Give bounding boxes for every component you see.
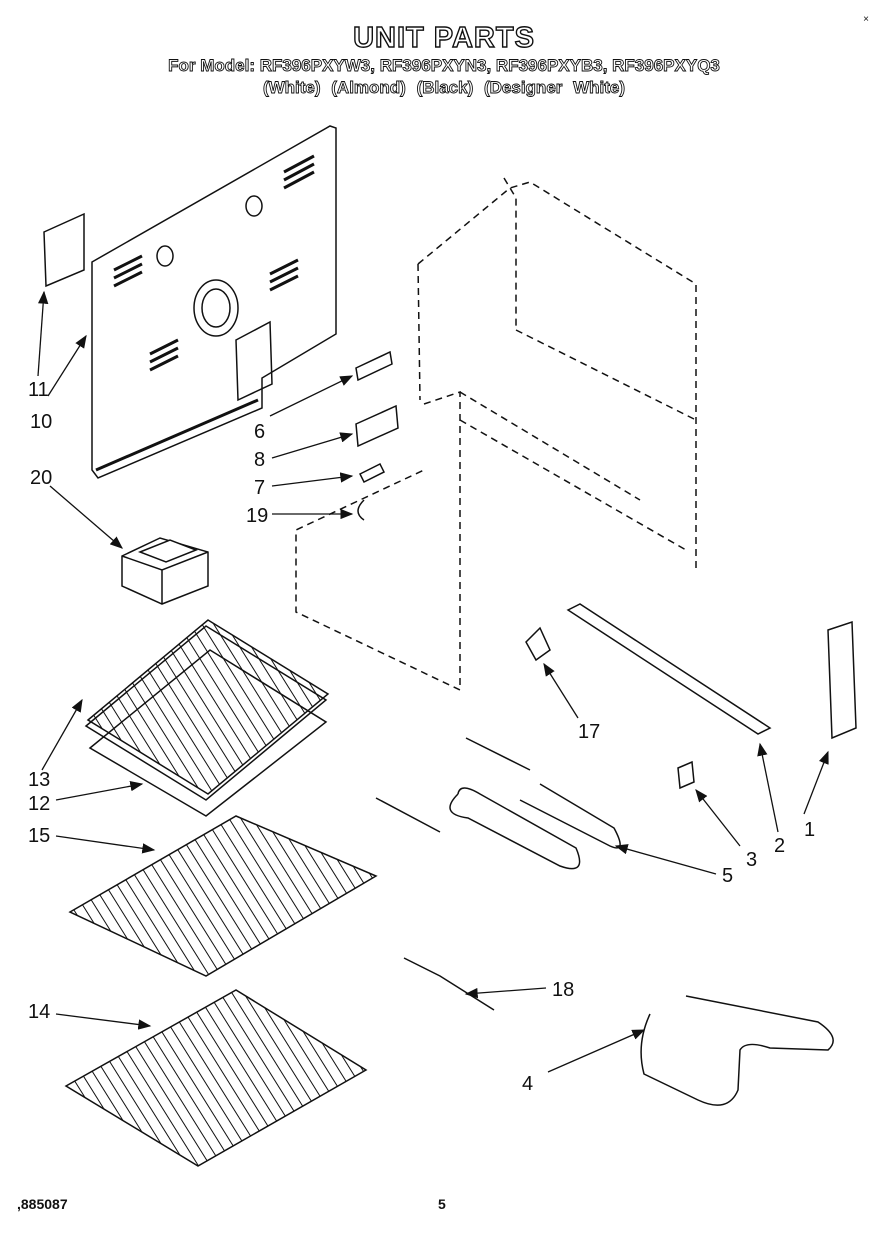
side-trim-part [566, 603, 772, 735]
spacer-part [525, 626, 551, 662]
wire-part [357, 499, 365, 521]
callout-2: 2 [774, 835, 785, 857]
broiler-pan-part [84, 619, 330, 817]
callout-11: 11 [28, 379, 49, 401]
page-number: 5 [438, 1196, 446, 1212]
callout-8: 8 [254, 449, 265, 471]
callout-19: 19 [246, 505, 268, 527]
callout-12: 12 [28, 793, 50, 815]
callout-10: 10 [30, 411, 52, 433]
corner-mark: × [863, 14, 869, 25]
oven-rack-flat-part [64, 989, 368, 1167]
callout-7: 7 [254, 477, 265, 499]
clip-small-part [677, 760, 695, 790]
document-number: ,885087 [17, 1196, 68, 1212]
end-cap-part [827, 620, 857, 740]
callout-20: 20 [30, 467, 52, 489]
oven-cabinet-outline [295, 177, 697, 692]
bake-element-part [375, 737, 621, 870]
sensor-part [403, 957, 495, 1011]
bracket-part [355, 350, 393, 382]
page-title: UNIT PARTS [352, 21, 535, 54]
bracket-plate-part [355, 404, 399, 448]
callout-17: 17 [578, 721, 600, 743]
callout-3: 3 [746, 849, 757, 871]
oven-rack-part [68, 815, 378, 977]
callout-15: 15 [28, 825, 50, 847]
callout-6: 6 [254, 421, 265, 443]
callout-14: 14 [28, 1001, 50, 1023]
rear-panel-part [91, 125, 337, 479]
cover-plate-part [43, 212, 85, 288]
box-part [121, 537, 209, 605]
callout-18: 18 [552, 979, 574, 1001]
model-list: For Model: RF396PXYW3, RF396PXYN3, RF396… [168, 56, 721, 76]
callout-5: 5 [722, 865, 733, 887]
color-list: (White) (Almond) (Black) (Designer White… [262, 78, 626, 98]
callout-1: 1 [804, 819, 815, 841]
callout-13: 13 [28, 769, 50, 791]
clip-part [358, 462, 386, 484]
broil-element-part [640, 995, 834, 1106]
callout-4: 4 [522, 1073, 533, 1095]
